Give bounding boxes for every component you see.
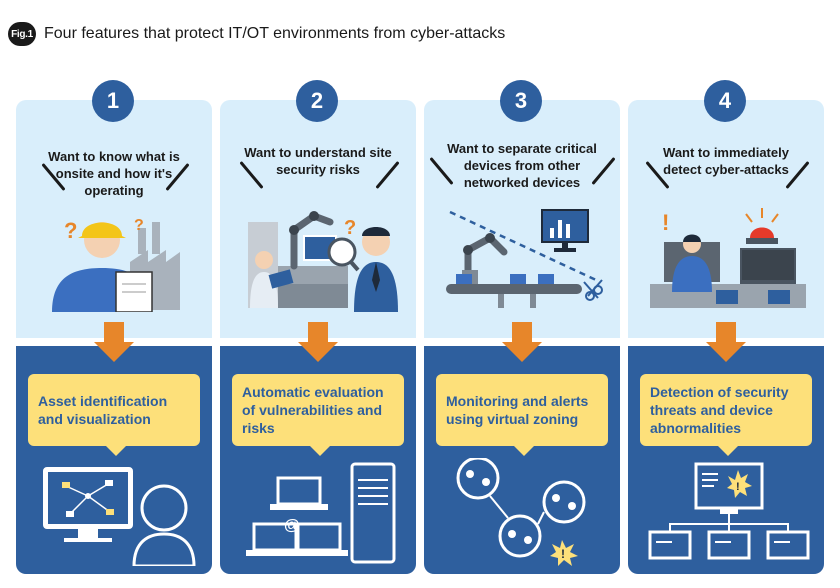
arrow-down-icon — [512, 322, 532, 344]
step-number: 2 — [296, 80, 338, 122]
svg-text:?: ? — [134, 217, 144, 234]
need-text: Want to separate critical devices from o… — [447, 141, 597, 190]
figure-header: Fig.1 Four features that protect IT/OT e… — [8, 22, 505, 46]
step-number: 1 — [92, 80, 134, 122]
svg-text:@: @ — [284, 517, 300, 534]
conveyor-robot-scissors-icon — [446, 209, 603, 308]
arrow-down-icon — [104, 322, 124, 344]
need-text: Want to know what is onsite and how it's… — [48, 149, 180, 198]
svg-text:!: ! — [662, 210, 669, 235]
arrow-down-icon — [706, 342, 746, 362]
monitor-network-person-icon — [43, 467, 196, 566]
svg-text:?: ? — [344, 217, 356, 239]
arrow-down-icon — [94, 342, 134, 362]
worker-with-clipboard-icon: ? ? — [52, 217, 180, 312]
step-number: 4 — [704, 80, 746, 122]
feature-label: Asset identification and visualization — [28, 374, 200, 456]
feature-label: Detection of security threats and device… — [640, 374, 812, 456]
arrow-down-icon — [716, 322, 736, 344]
operator-alarm-icon: ! — [650, 208, 806, 308]
arrow-down-icon — [298, 342, 338, 362]
arrow-down-icon — [308, 322, 328, 344]
feature-label: Automatic evaluation of vulnerabilities … — [232, 374, 404, 456]
svg-text:?: ? — [64, 218, 77, 243]
svg-text:!: ! — [561, 547, 565, 561]
figure-badge: Fig.1 — [8, 22, 36, 46]
laptops-server-icon: @ — [246, 462, 396, 564]
svg-text:!: ! — [736, 481, 740, 493]
magnifier-robot-arm-icon: ? — [248, 211, 398, 312]
need-text: Want to understand site security risks — [244, 145, 392, 177]
arrow-down-icon — [502, 342, 542, 362]
step-number: 3 — [500, 80, 542, 122]
zones-alert-icon: ! — [456, 458, 586, 566]
feature-label: Monitoring and alerts using virtual zoni… — [436, 374, 608, 456]
alert-monitor-network-icon: ! — [648, 462, 810, 560]
need-text: Want to immediately detect cyber-attacks — [663, 145, 789, 177]
figure-title: Four features that protect IT/OT environ… — [44, 25, 506, 42]
